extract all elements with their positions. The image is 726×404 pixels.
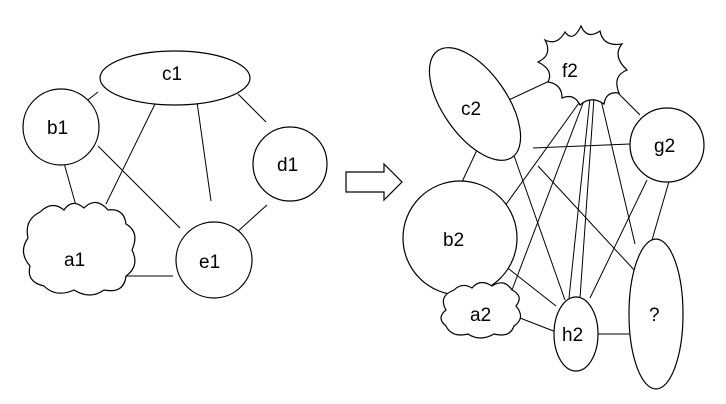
node-c1-label: c1 xyxy=(162,64,182,85)
node-f2-label: f2 xyxy=(562,61,578,82)
node-h2: h2 xyxy=(553,296,599,372)
right-edges xyxy=(460,76,671,335)
node-a1-label: a1 xyxy=(64,250,85,271)
right-graph: c2 f2 g2 b2 a2 h2 ? xyxy=(402,24,705,390)
edge-d1-e1 xyxy=(236,204,268,233)
node-d1-label: d1 xyxy=(277,155,298,176)
node-b1-circle xyxy=(22,88,100,166)
edge-f2-h2b xyxy=(579,97,595,299)
node-c2-label: c2 xyxy=(461,99,481,120)
node-b2: b2 xyxy=(402,180,518,296)
edge-c2-b2 xyxy=(460,149,478,185)
node-h2-ellipse xyxy=(553,296,599,372)
edge-f2-a2 xyxy=(511,97,586,291)
node-f2: f2 xyxy=(536,24,629,106)
node-c1: c1 xyxy=(99,50,251,106)
edge-c1-e1 xyxy=(196,101,212,202)
node-c2: c2 xyxy=(428,47,522,161)
node-a1: a1 xyxy=(22,201,136,296)
left-edges xyxy=(63,91,268,277)
edge-f2-h2 xyxy=(568,97,591,299)
node-q-label: ? xyxy=(649,305,660,326)
edge-c2-h2 xyxy=(511,149,566,301)
node-e1-label: e1 xyxy=(199,252,220,273)
node-a2-cloud xyxy=(440,281,522,339)
node-c2-ellipse xyxy=(428,47,522,161)
node-e1-circle xyxy=(175,221,253,299)
node-b2-label: b2 xyxy=(443,230,464,251)
edge-c2-g2 xyxy=(532,143,631,149)
edge-c1-d1 xyxy=(237,93,267,123)
edge-b2-h2 xyxy=(499,261,557,307)
node-a1-cloud xyxy=(22,201,136,296)
node-q-ellipse xyxy=(628,238,684,390)
node-f2-star xyxy=(536,24,629,106)
left-graph: c1 b1 d1 a1 e1 xyxy=(22,50,328,299)
node-a2-label: a2 xyxy=(470,305,491,326)
edge-g2-h2 xyxy=(589,179,648,299)
node-a2: a2 xyxy=(440,281,522,339)
node-q: ? xyxy=(628,238,684,390)
node-c1-ellipse xyxy=(99,50,251,106)
edge-f2-q xyxy=(599,95,636,245)
node-b1-label: b1 xyxy=(47,118,68,139)
node-e1: e1 xyxy=(175,221,253,299)
edge-a2-h2 xyxy=(519,317,557,333)
edge-b1-e1 xyxy=(97,145,181,229)
node-g2: g2 xyxy=(629,107,705,183)
edge-f2-g2 xyxy=(614,89,641,116)
node-g2-label: g2 xyxy=(654,136,675,157)
edge-c1-a1 xyxy=(105,103,156,205)
edge-b2-q xyxy=(537,165,637,273)
arrow-icon xyxy=(345,162,403,202)
node-h2-label: h2 xyxy=(562,325,583,346)
node-d1-circle xyxy=(252,126,328,202)
edge-g2-q xyxy=(651,177,671,241)
node-d1: d1 xyxy=(252,126,328,202)
edge-f2-b2 xyxy=(501,95,585,211)
node-b1: b1 xyxy=(22,88,100,166)
node-g2-circle xyxy=(629,107,705,183)
